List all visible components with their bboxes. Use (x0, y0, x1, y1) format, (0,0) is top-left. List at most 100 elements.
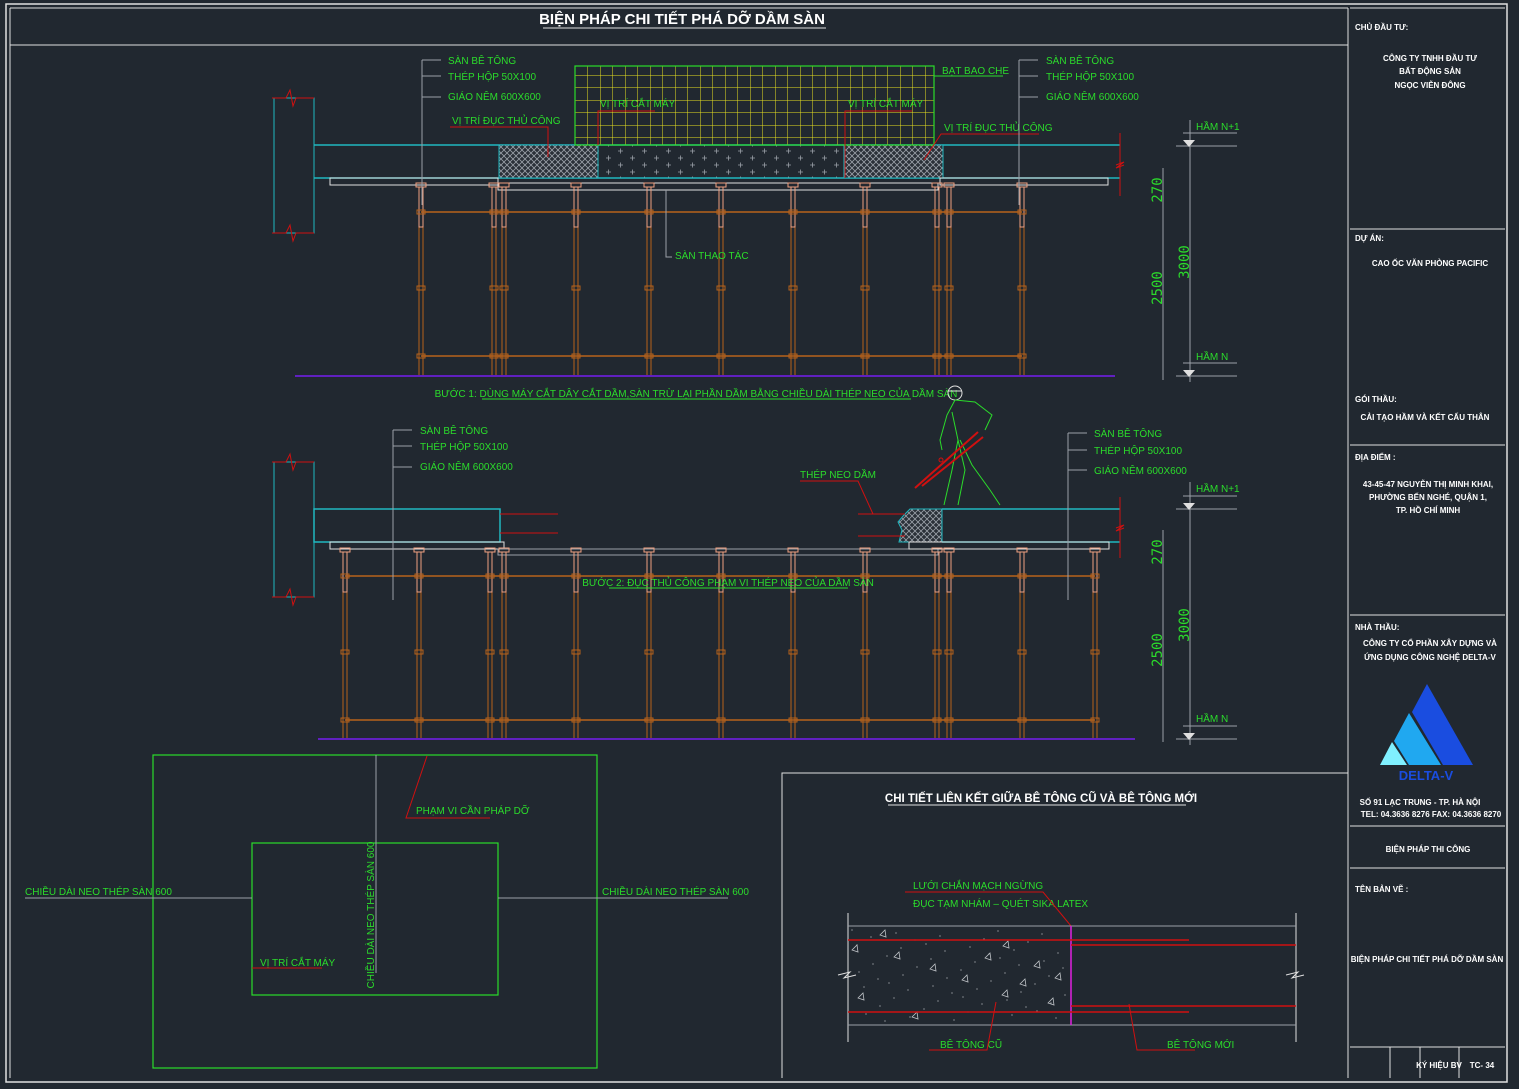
column (273, 97, 315, 234)
break-mark-top (272, 452, 314, 472)
old-concrete-label: BÊ TÔNG CŨ (940, 1038, 1002, 1051)
contractor-address: SỐ 91 LẠC TRUNG - TP. HÀ NỘI (1360, 797, 1481, 807)
legend-slab: SÀN BÊ TÔNG (1046, 54, 1114, 67)
chisel-label-right: VỊ TRÍ ĐỤC THỦ CÔNG (944, 121, 1053, 134)
aggregate-mark (911, 1011, 919, 1020)
scaffold-post (787, 547, 799, 739)
joint-detail: CHI TIẾT LIÊN KẾT GIỮA BÊ TÔNG CŨ VÀ BÊ … (781, 772, 1348, 1078)
title-block: CHỦ ĐẦU TƯ: CÔNG TY TNHH ĐẦU TƯ BẤT ĐỘNG… (1350, 7, 1505, 1078)
joint-note-2: ĐỤC TẠM NHÁM – QUÉT SIKA LATEX (913, 897, 1088, 910)
legend-box-steel: THÉP HỘP 50X100 (1046, 70, 1134, 83)
anchor-label: THÉP NEO DẦM (800, 468, 876, 481)
new-concrete-label: BÊ TÔNG MỚI (1167, 1038, 1234, 1051)
anchor-length-right: CHIỀU DÀI NEO THÉP SÀN 600 (602, 885, 749, 898)
owner-line-3: NGỌC VIỄN ĐÔNG (1394, 81, 1465, 90)
contractor-phone: TEL: 04.3636 8276 FAX: 04.3636 8270 (1361, 810, 1502, 819)
joint-note-1: LƯỚI CHẮN MẠCH NGỪNG (913, 879, 1043, 892)
steel-box-beam (939, 177, 1109, 186)
leader-red (844, 110, 912, 178)
dimension-block: HẦM N+1 HẦM N 270 2500 3000 (1150, 120, 1240, 382)
column (273, 461, 315, 598)
break-mark-icon (1285, 971, 1305, 979)
level-marker-icon (1183, 503, 1195, 510)
step2-section: SÀN BÊ TÔNG THÉP HỘP 50X100 GIÁO NÊM 600… (272, 385, 1240, 745)
leader-red (905, 891, 1072, 927)
section-title: BIỆN PHÁP THI CÔNG (1386, 845, 1471, 854)
legend-box-steel: THÉP HỘP 50X100 (1094, 444, 1182, 457)
scope-label: PHẠM VI CẦN PHÁP DỠ (416, 804, 530, 817)
package-label: GÓI THẦU: (1355, 394, 1397, 404)
aggregate-mark (851, 944, 859, 953)
sheet-number: TC- 34 (1470, 1061, 1495, 1070)
owner-label: CHỦ ĐẦU TƯ: (1355, 22, 1408, 32)
scaffold-post (787, 182, 799, 376)
drawing-name: BIỆN PHÁP CHI TIẾT PHÁ DỠ DẦM SÀN (1351, 954, 1504, 964)
level-marker-icon (1183, 370, 1195, 377)
project-label: DỰ ÁN: (1355, 234, 1384, 243)
plan-detail: CHIỀU DÀI NEO THÉP SÀN 600 CHIỀU DÀI NEO… (25, 754, 749, 1069)
scaffold-frames (339, 547, 1101, 739)
aggregate-mark (1033, 960, 1041, 969)
aggregate-mark (961, 974, 969, 983)
scaffold-post (413, 547, 425, 739)
level-marker-icon (1183, 140, 1195, 147)
legend-slab: SÀN BÊ TÔNG (420, 424, 488, 437)
leader-red (597, 110, 655, 145)
step2-caption: BƯỚC 2: ĐỤC THỦ CÔNG PHẠM VI THÉP NEO CỦ… (582, 576, 874, 589)
scaffold-post (570, 547, 582, 739)
detail-frame (781, 772, 1348, 1078)
aggregate-mark (1002, 940, 1010, 949)
platform-label: SÀN THAO TÁC (675, 249, 749, 262)
aggregate-mark (1047, 997, 1055, 1006)
drawing-name-label: TÊN BẢN VẼ : (1355, 885, 1408, 894)
tarp-label: BẠT BAO CHE (942, 66, 1009, 77)
contractor-label: NHÀ THẦU: (1355, 622, 1399, 632)
legend-scaffold: GIÁO NÊM 600X600 (420, 460, 513, 473)
break-mark-icon (837, 971, 857, 979)
dim-slab: 270 (1150, 177, 1166, 202)
location-line-3: TP. HỒ CHÍ MINH (1396, 505, 1461, 515)
aggregate-mark (929, 963, 937, 972)
scaffold-post (415, 182, 427, 376)
level-top: HẦM N+1 (1196, 120, 1240, 133)
demolition-scope-outline (152, 754, 598, 1069)
scaffold-post (943, 547, 955, 739)
aggregate-mark (879, 929, 887, 938)
legend-scaffold: GIÁO NÊM 600X600 (448, 90, 541, 103)
anchor-rebar-left (500, 513, 558, 534)
dimension-block: HẦM N+1 HẦM N 270 2500 3000 (1150, 482, 1240, 745)
leader-red (923, 133, 1039, 161)
anchor-length-left: CHIỀU DÀI NEO THÉP SÀN 600 (25, 885, 172, 898)
scaffold-post (570, 182, 582, 376)
owner-line-2: BẤT ĐỘNG SẢN (1399, 66, 1461, 76)
cut-zone (597, 144, 845, 179)
legend-slab: SÀN BÊ TÔNG (448, 54, 516, 67)
legend-slab: SÀN BÊ TÔNG (1094, 427, 1162, 440)
step1-section: SÀN BÊ TÔNG THÉP HỘP 50X100 GIÁO NÊM 600… (272, 54, 1240, 400)
anchor-rebar-right (858, 513, 905, 537)
location-line-2: PHƯỜNG BẾN NGHÉ, QUẬN 1, (1369, 492, 1487, 502)
tarp-cover (574, 65, 935, 146)
legend-box-steel: THÉP HỘP 50X100 (448, 70, 536, 83)
scaffold-post (859, 547, 871, 739)
aggregate-mark (984, 952, 992, 961)
aggregate-mark (893, 951, 901, 960)
slab-remaining-left (313, 508, 501, 543)
cut-label: VỊ TRÍ CẮT MÁY (260, 956, 336, 969)
cut-label-left: VỊ TRÍ CẮT MÁY (600, 97, 676, 110)
chisel-label-left: VỊ TRÍ ĐỤC THỦ CÔNG (452, 114, 561, 127)
location-label: ĐỊA ĐIỂM : (1355, 453, 1396, 462)
delta-v-logo-icon (1380, 684, 1473, 765)
leader-line (665, 190, 672, 258)
leader-red (1128, 1003, 1195, 1051)
scaffold-post (488, 182, 500, 376)
contractor-line-1: CÔNG TY CỔ PHẦN XÂY DỰNG VÀ (1363, 638, 1497, 648)
level-bottom: HẦM N (1196, 350, 1228, 363)
scaffold-post (643, 547, 655, 739)
cut-label-right: VỊ TRÍ CẮT MÁY (848, 97, 924, 110)
sheet-label: KÝ HIỆU BV (1416, 1061, 1462, 1070)
scaffold-post (1089, 547, 1101, 739)
slab-remaining-right (942, 508, 1120, 543)
scaffold-post (498, 547, 510, 739)
